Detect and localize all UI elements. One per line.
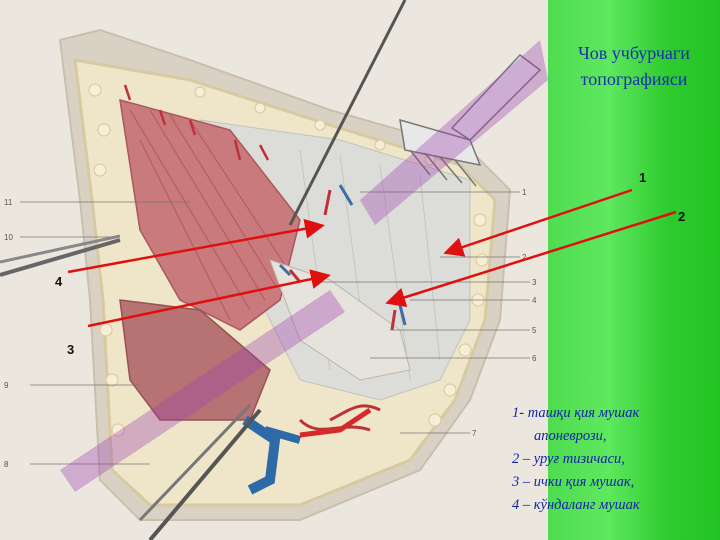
slide-title: Чов учбурчаги топографияси [548, 40, 720, 92]
pointer-1 [443, 188, 633, 257]
figure-number: 5 [532, 326, 537, 335]
green-side-panel [548, 0, 720, 540]
marker-3: 3 [67, 342, 75, 357]
title-line-2: топографияси [580, 69, 688, 89]
muscle [119, 98, 301, 331]
pointer-4 [67, 218, 325, 274]
figure-number: 4 [532, 296, 537, 305]
legend: 1- ташқи қия мушак апоневрози, 2 – уруғ … [512, 402, 717, 517]
marker-4: 4 [55, 274, 63, 289]
legend-line: 1- ташқи қия мушак [512, 405, 640, 421]
retractor [399, 53, 542, 187]
legend-line: 3 – ички қия мушак, [512, 474, 635, 490]
legend-line: 2 – уруғ тизичаси, [512, 451, 625, 467]
figure-number: 3 [532, 278, 537, 287]
pointer-3 [87, 269, 331, 328]
figure-number: 11 [4, 198, 13, 207]
legend-line: 4 – кўндаланг мушак [512, 497, 640, 513]
figure-number: 2 [522, 253, 527, 262]
marker-1: 1 [639, 170, 647, 185]
legend-line: апоневрози, [534, 428, 607, 444]
probe [288, 0, 407, 226]
figure-number: 1 [522, 188, 527, 197]
watermark [60, 40, 548, 492]
figure-number: 7 [472, 429, 477, 438]
figure-number: 6 [532, 354, 537, 363]
marker-2: 2 [678, 209, 686, 224]
figure-number: 9 [4, 381, 9, 390]
anatomy-illustration: 11 10 9 8 1 2 3 4 5 6 7 [0, 0, 548, 540]
figure-number: 10 [4, 233, 13, 242]
figure-number: 8 [4, 460, 9, 469]
pointer-2 [385, 210, 677, 308]
title-line-1: Чов учбурчаги [578, 43, 690, 63]
